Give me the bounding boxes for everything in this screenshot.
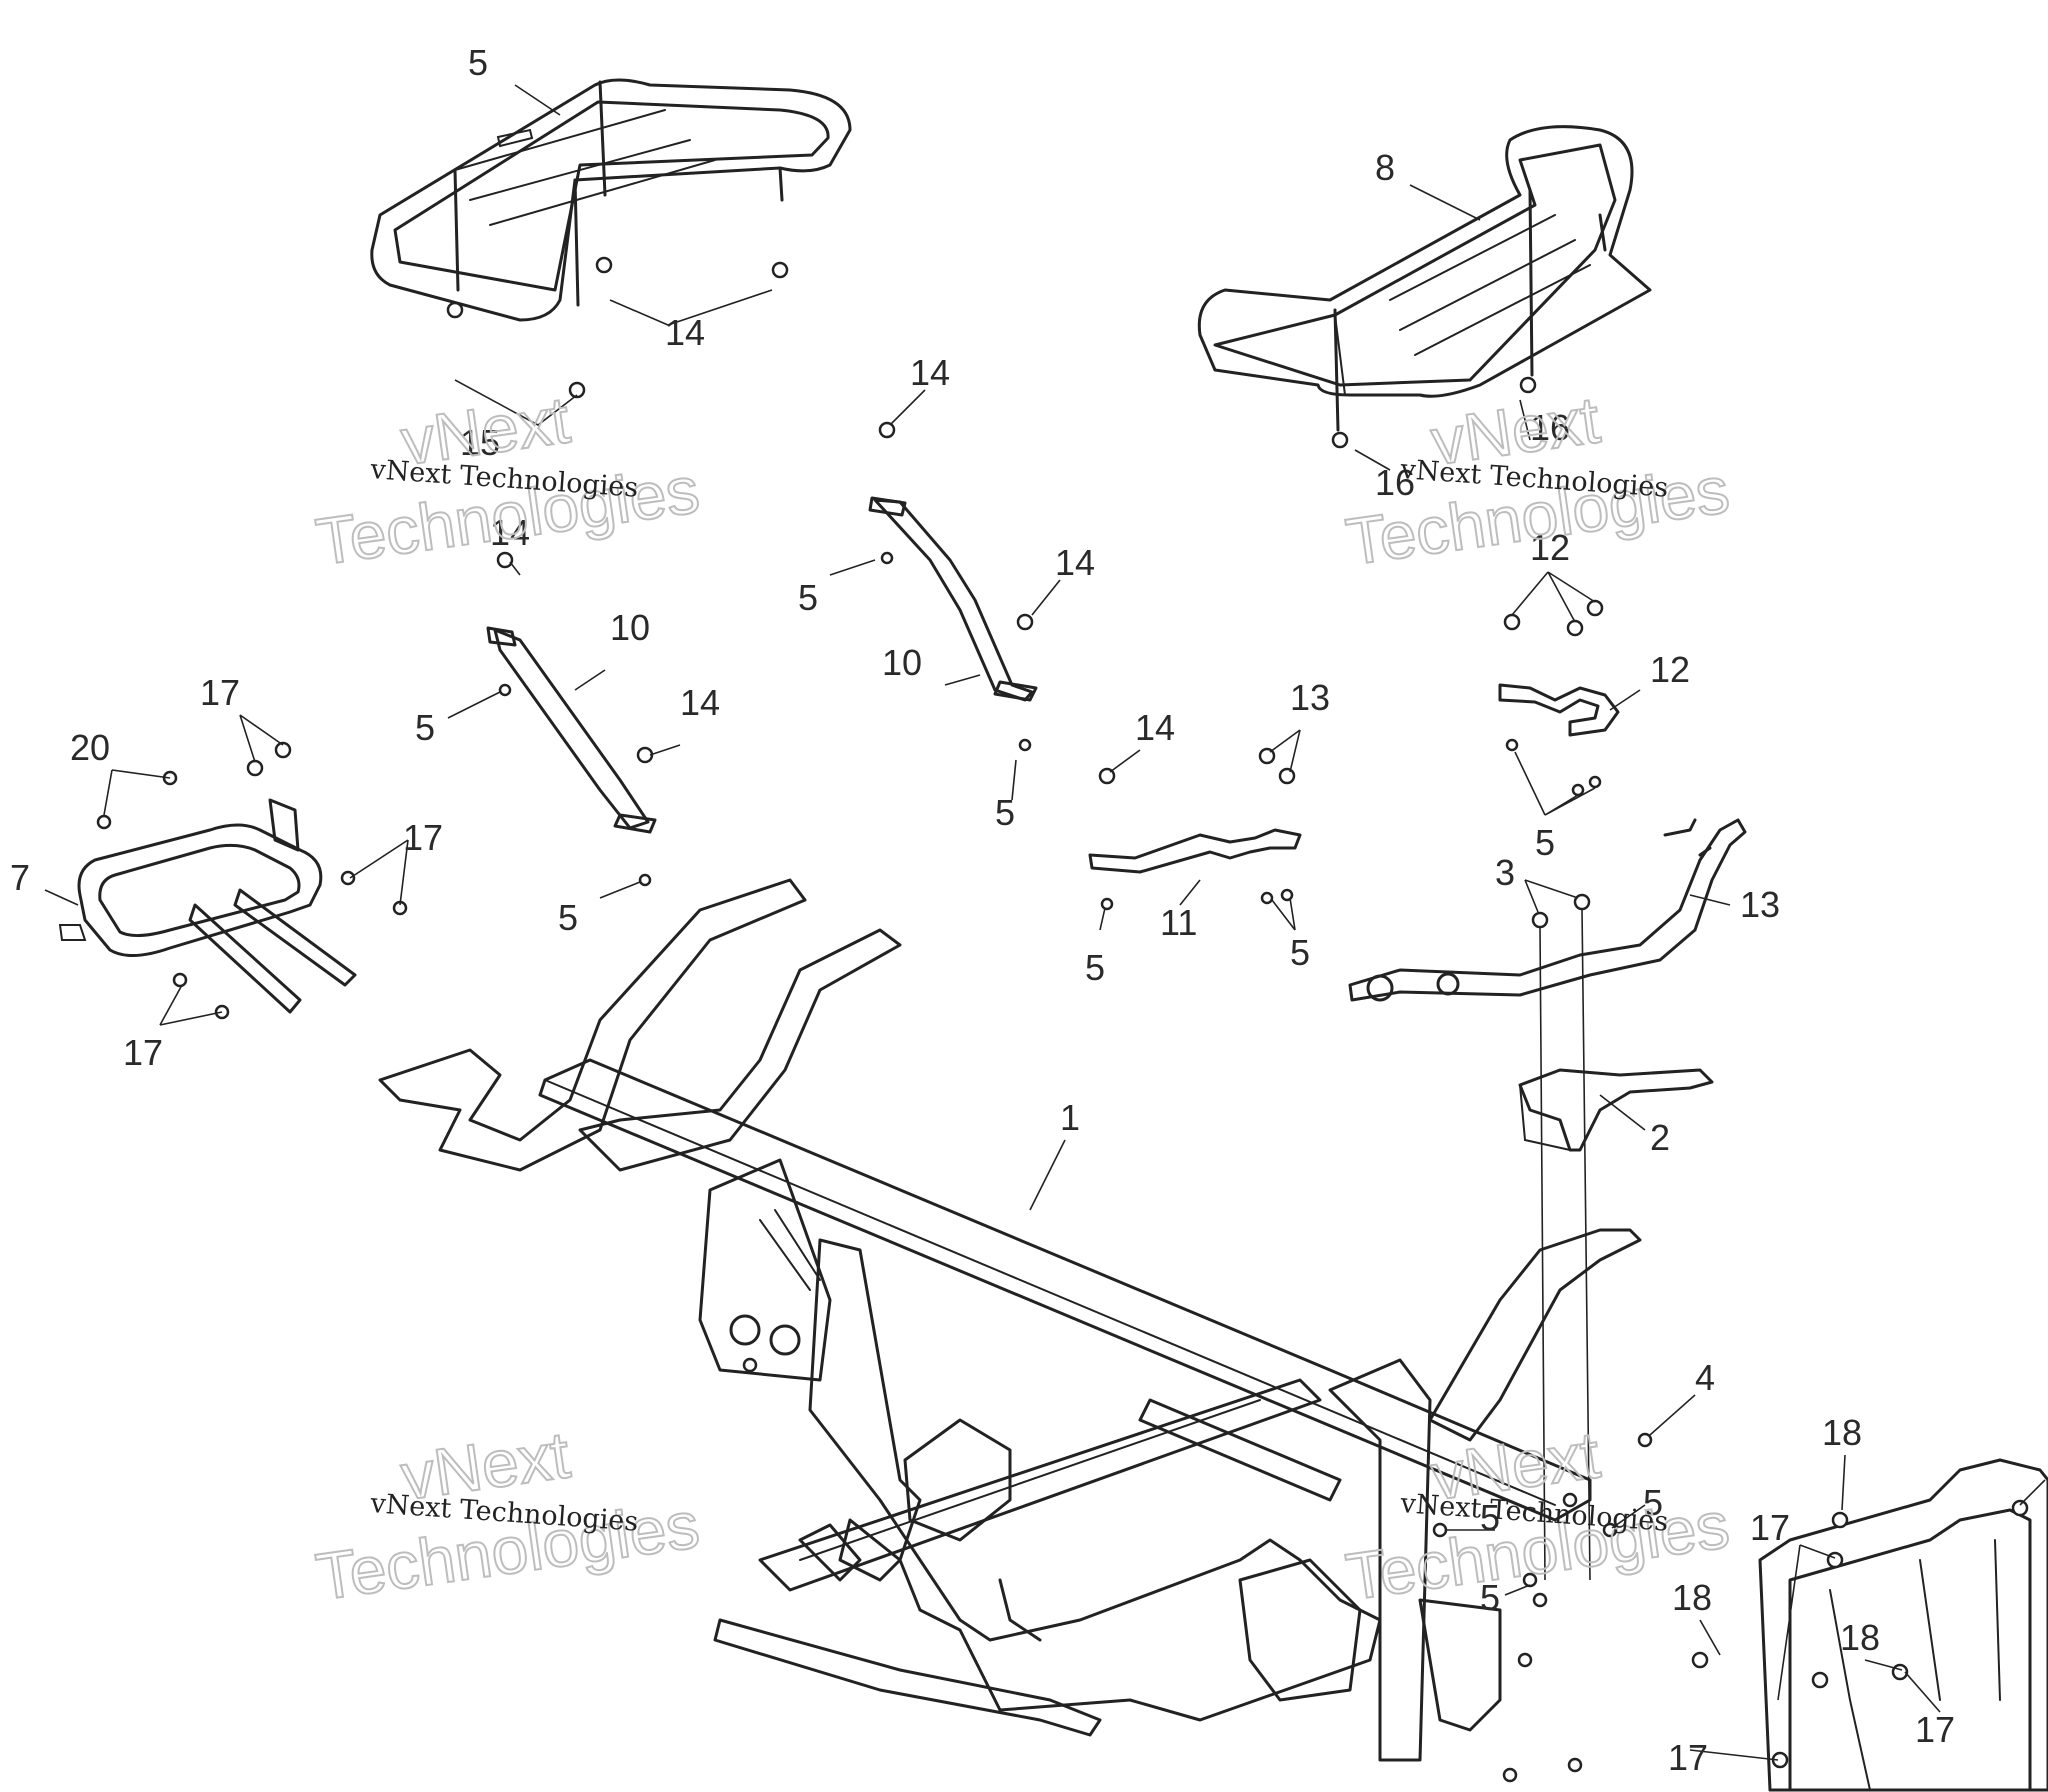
callout-16-bottom: 17 bbox=[123, 1032, 163, 1073]
callout-16-top: 17 bbox=[403, 817, 443, 858]
callout-13: 13 bbox=[1740, 884, 1780, 925]
callout-15: 17 bbox=[200, 672, 240, 713]
part-1-main-frame bbox=[378, 878, 1642, 1762]
callout-14-clamp: 12 bbox=[1530, 527, 1570, 568]
part-13-front-crossbar bbox=[1348, 818, 1747, 1002]
callout-5-crossbar-left: 5 bbox=[1085, 947, 1105, 988]
callout-17-bumper-bottom-right: 17 bbox=[1915, 1709, 1955, 1750]
part-17-bolts-front-rack bbox=[1331, 376, 1537, 449]
callout-7: 7 bbox=[10, 857, 30, 898]
part-17-bolts-rear-rack bbox=[446, 256, 789, 399]
part-9-rear-rack bbox=[370, 78, 852, 322]
callout-17-rear-rack-top: 14 bbox=[665, 312, 705, 353]
callout-18-top: 18 bbox=[1822, 1412, 1862, 1453]
callout-4: 4 bbox=[1695, 1357, 1715, 1398]
callout-14-crossbar-left: 14 bbox=[1135, 707, 1175, 748]
callout-5-front-a: 5 bbox=[1480, 1497, 1500, 1538]
callout-14-left-bottom: 14 bbox=[680, 682, 720, 723]
callout-5-front-b: 5 bbox=[1643, 1482, 1663, 1523]
callout-9: 5 bbox=[468, 42, 488, 83]
callout-17-front-rack-left: 16 bbox=[1375, 462, 1415, 503]
part-8-front-rack bbox=[1197, 125, 1652, 432]
callout-14-crossbar-right: 13 bbox=[1290, 677, 1330, 718]
callout-17-front-rack-right: 16 bbox=[1530, 407, 1570, 448]
watermark-top-left: vNext Technologies vNext Technologies bbox=[311, 381, 705, 580]
callout-3: 3 bbox=[1495, 852, 1515, 893]
part-10-support-bracket-middle bbox=[868, 421, 1038, 752]
callout-14-left-top: 14 bbox=[490, 512, 530, 553]
part-2-front-bracket bbox=[1518, 1068, 1714, 1152]
callout-11: 11 bbox=[1160, 902, 1197, 943]
callout-5-clamp: 5 bbox=[1535, 822, 1555, 863]
watermark-bottom-left: vNext Technologies vNext Technologies bbox=[311, 1416, 705, 1615]
callout-5-left-top: 5 bbox=[415, 707, 435, 748]
callout-labels: 5 14 15 8 16 16 14 10 14 5 5 14 5 14 10 … bbox=[10, 42, 1955, 1778]
callout-10-middle: 10 bbox=[882, 642, 922, 683]
callout-5-front-c: 5 bbox=[1480, 1577, 1500, 1618]
callout-17-bumper-bottom-left: 17 bbox=[1668, 1737, 1708, 1778]
part-10-support-bracket-left bbox=[486, 551, 657, 887]
callout-10-left: 10 bbox=[610, 607, 650, 648]
callout-5-middle-top: 5 bbox=[798, 577, 818, 618]
leader-lines bbox=[44, 84, 2046, 1761]
callout-5-crossbar-right: 5 bbox=[1290, 932, 1310, 973]
callout-14-middle-bottom: 14 bbox=[1055, 542, 1095, 583]
part-3-bolts bbox=[1531, 893, 1591, 1581]
watermark-top-right: vNext Technologies vNext Technologies bbox=[1341, 381, 1735, 580]
callout-12: 12 bbox=[1650, 649, 1690, 690]
part-7-rear-bumper bbox=[58, 741, 408, 1020]
callout-1: 1 bbox=[1060, 1097, 1080, 1138]
callout-18-middle: 18 bbox=[1672, 1577, 1712, 1618]
callout-5-left-bottom: 5 bbox=[558, 897, 578, 938]
callout-18-bottom: 18 bbox=[1840, 1617, 1880, 1658]
callout-5-middle-bottom: 5 bbox=[995, 792, 1015, 833]
callout-8: 8 bbox=[1375, 147, 1395, 188]
callout-17-bumper-top: 17 bbox=[1750, 1507, 1790, 1548]
callout-17-rear-rack-bottom: 15 bbox=[460, 422, 500, 463]
part-12-clamp-bracket bbox=[1498, 599, 1620, 797]
callout-20: 20 bbox=[70, 727, 110, 768]
callout-2: 2 bbox=[1650, 1117, 1670, 1158]
callout-14-middle-top: 14 bbox=[910, 352, 950, 393]
